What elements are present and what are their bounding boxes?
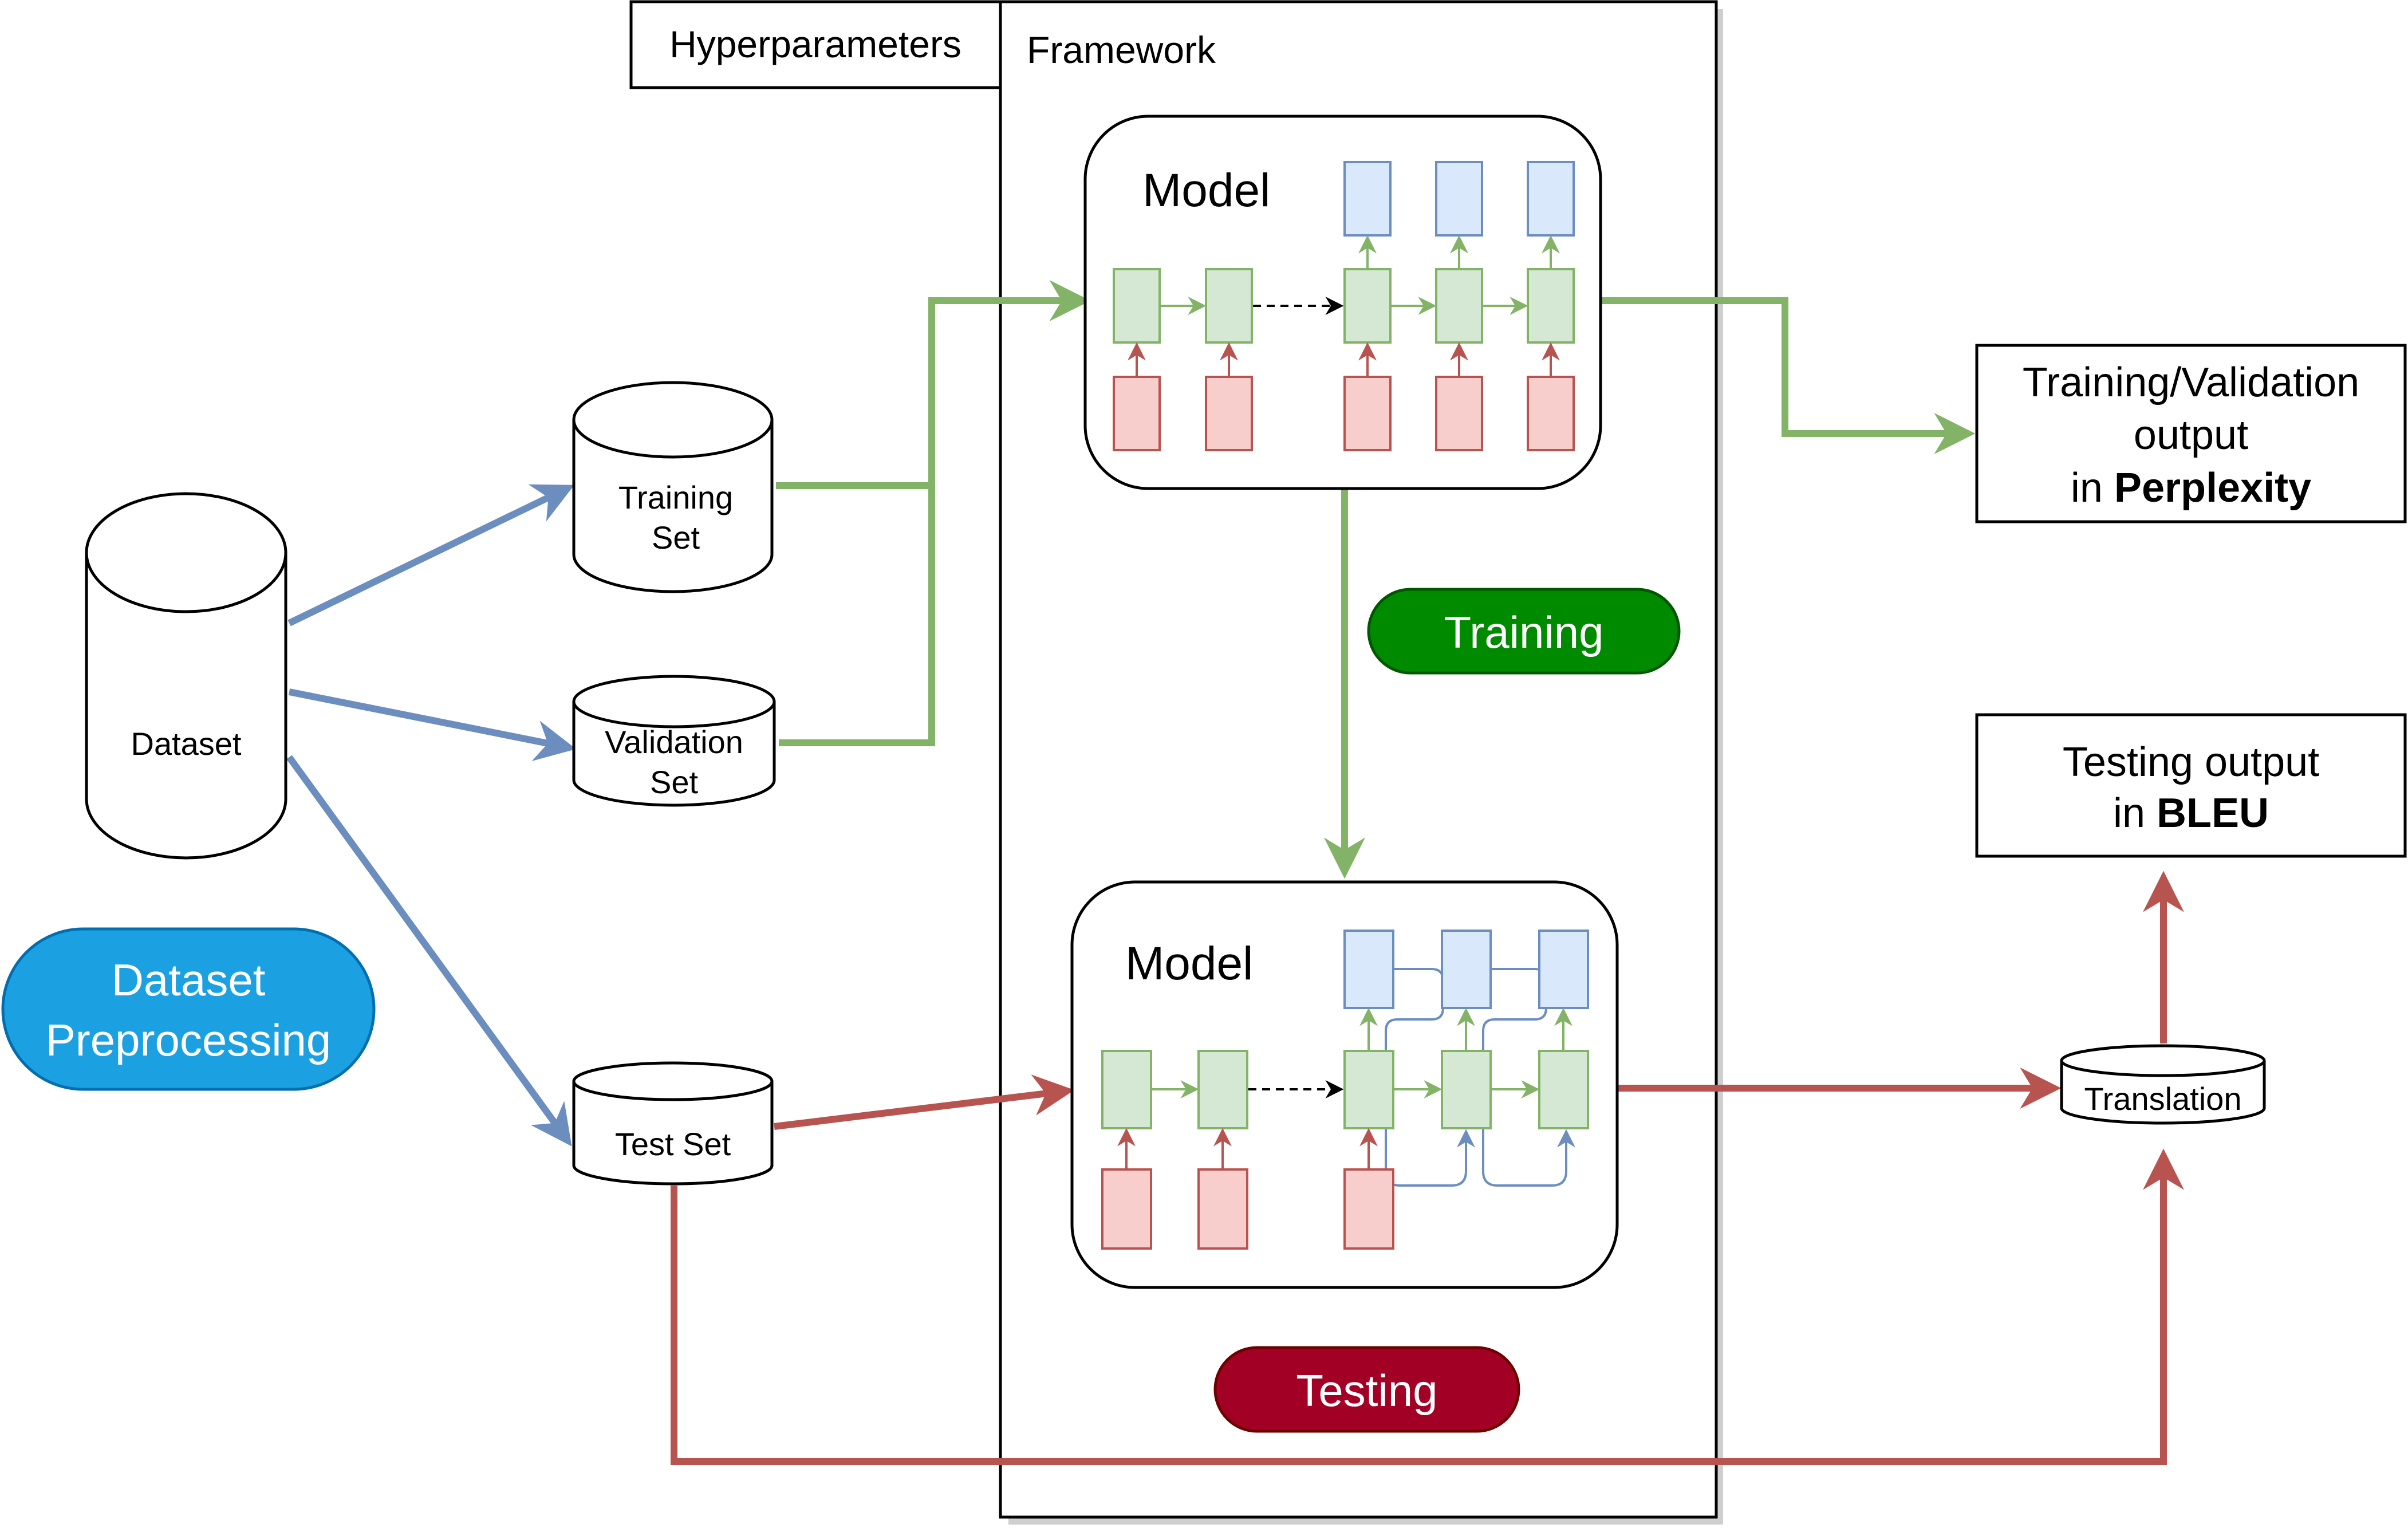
validation-set-label-1: Validation bbox=[605, 724, 743, 760]
hidden-cell bbox=[1435, 268, 1483, 344]
input-cell bbox=[1113, 376, 1161, 451]
preprocessing-label-2: Preprocessing bbox=[46, 1015, 332, 1065]
training-set-to-model-arrow bbox=[776, 280, 1091, 489]
hidden-cell bbox=[1101, 1050, 1152, 1129]
dataset-label: Dataset bbox=[131, 726, 242, 762]
input-cell bbox=[1205, 376, 1253, 451]
input-cell bbox=[1343, 376, 1392, 451]
perplexity-metric: Perplexity bbox=[2114, 465, 2311, 511]
testing-output-line2: in BLEU bbox=[2113, 790, 2269, 836]
hidden-cell bbox=[1343, 1050, 1394, 1129]
hyperparameters-label: Hyperparameters bbox=[669, 23, 961, 65]
dataset-preprocessing-pill: Dataset Preprocessing bbox=[1, 927, 376, 1091]
dataset-to-training-arrow bbox=[287, 484, 574, 627]
hidden-cell bbox=[1343, 268, 1392, 344]
input-cell bbox=[1101, 1168, 1152, 1250]
train-val-output-line2: output bbox=[2134, 412, 2248, 458]
validation-set-label-2: Set bbox=[650, 764, 698, 800]
model-to-perplexity-arrow bbox=[1601, 297, 1976, 454]
testing-pill-label: Testing bbox=[1296, 1365, 1437, 1416]
output-cell bbox=[1343, 930, 1394, 1009]
training-model-box: Model bbox=[1083, 115, 1602, 490]
translation-cylinder: Translation bbox=[2060, 1044, 2266, 1125]
hyperparameters-box bbox=[629, 0, 1002, 89]
input-cell bbox=[1197, 1168, 1248, 1250]
translation-label: Translation bbox=[2084, 1081, 2242, 1117]
validation-set-cylinder: Validation Set bbox=[572, 675, 776, 807]
train-val-output-line1: Training/Validation bbox=[2023, 360, 2359, 405]
dataset-cylinder: Dataset bbox=[85, 492, 287, 860]
hidden-cell bbox=[1527, 268, 1575, 344]
test-set-cylinder: Test Set bbox=[572, 1061, 774, 1186]
testing-model-label: Model bbox=[1125, 938, 1253, 990]
testing-output-line1: Testing output bbox=[2063, 739, 2319, 785]
training-set-cylinder: Training Set bbox=[572, 381, 774, 593]
training-set-label-2: Set bbox=[652, 519, 700, 556]
test-set-label: Test Set bbox=[615, 1126, 731, 1162]
training-set-label-1: Training bbox=[618, 479, 733, 515]
hidden-cell bbox=[1197, 1050, 1248, 1129]
testing-output-box: Testing output in BLEU bbox=[1975, 713, 2407, 858]
input-cell bbox=[1435, 376, 1483, 451]
testing-model-box: Model bbox=[1070, 880, 1619, 1289]
testing-pill: Testing bbox=[1213, 1346, 1520, 1433]
hidden-cell bbox=[1205, 268, 1253, 344]
dataset-to-validation-arrow bbox=[288, 688, 577, 762]
hidden-cell bbox=[1113, 268, 1161, 344]
output-cell bbox=[1343, 161, 1392, 237]
test-set-to-model-arrow bbox=[774, 1074, 1075, 1130]
hidden-cell bbox=[1441, 1050, 1492, 1129]
preprocessing-label-1: Dataset bbox=[112, 955, 266, 1005]
output-cell bbox=[1527, 161, 1575, 237]
training-model-label: Model bbox=[1142, 164, 1270, 216]
training-pill-label: Training bbox=[1444, 607, 1604, 657]
output-cell bbox=[1538, 930, 1589, 1009]
input-cell bbox=[1527, 376, 1575, 451]
input-cell bbox=[1343, 1168, 1394, 1250]
training-pill: Training bbox=[1367, 588, 1681, 675]
output-cell bbox=[1441, 930, 1492, 1009]
bleu-metric: BLEU bbox=[2157, 790, 2269, 836]
train-val-output-line3: in Perplexity bbox=[2071, 465, 2311, 511]
output-cell bbox=[1435, 161, 1483, 237]
validation-set-to-model-connector bbox=[779, 486, 935, 746]
test-set-reference-arrow bbox=[671, 1148, 2184, 1465]
hidden-cell bbox=[1538, 1050, 1589, 1129]
train-val-output-box: Training/Validation output in Perplexity bbox=[1975, 344, 2407, 523]
framework-label: Framework bbox=[1027, 29, 1216, 71]
dataset-to-test-arrow bbox=[286, 755, 572, 1147]
